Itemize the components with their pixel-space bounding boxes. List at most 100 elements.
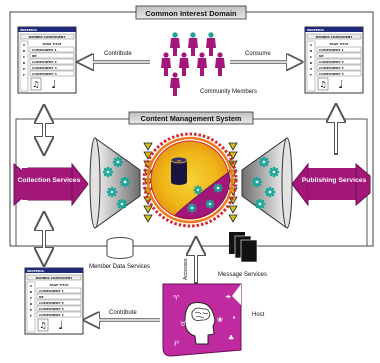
- publishing-services-label: Publishing Services: [302, 177, 367, 184]
- panel-sidebar-letter: D: [23, 61, 26, 65]
- panel-media-icon: [30, 77, 42, 91]
- panel-banner-text: BANNER COMPONENT: [29, 35, 67, 39]
- panel-sidebar: [26, 281, 36, 333]
- panel-sidebar-letter: F: [23, 73, 25, 77]
- panel-note-icon: ♫: [39, 321, 46, 330]
- gear-icon: [193, 185, 203, 195]
- panel-sidebar-letter: C: [23, 55, 26, 59]
- gear-icon: [258, 156, 270, 168]
- triangle-marker: [228, 160, 238, 169]
- collection-services-block: Collection Services: [13, 162, 89, 207]
- panel-sidebar: [19, 40, 29, 92]
- panel-component-box: [29, 52, 75, 59]
- person-icon: [215, 52, 225, 76]
- panel-component-box: [36, 287, 82, 294]
- member-data-services-label: Member Data Services: [89, 264, 150, 270]
- panel-media-icon: [37, 318, 49, 332]
- panel-component-label: NE: [319, 54, 324, 58]
- panel-banner-text: BANNER COMPONENT: [36, 276, 74, 280]
- panel-page-title: PAGE TITLE: [43, 42, 62, 46]
- hub-gear-icons: [187, 183, 223, 213]
- host-symbol-icons: ♈♉☂♣℘•❀: [173, 294, 236, 346]
- panel-titlebar: [25, 268, 83, 273]
- panel-titlebar: [18, 27, 76, 32]
- host-glyph-icon: ♣: [228, 334, 234, 342]
- panel-media-icon: [317, 77, 329, 91]
- gear-icon: [251, 176, 263, 188]
- panel-sidebar-letter: A: [310, 43, 313, 47]
- host-glyph-icon: ☂: [225, 294, 231, 302]
- gear-icon: [112, 156, 124, 168]
- gear-icon: [187, 203, 197, 213]
- gear-icon: [205, 199, 215, 209]
- panel-music-icon: ♩: [51, 78, 56, 91]
- panel-component-box: [36, 293, 82, 300]
- publishing-services-block: Publishing Services: [291, 162, 371, 207]
- panel-component-label: COMPONENT 3: [32, 66, 57, 70]
- community-members-icon: [161, 32, 225, 96]
- panel-component-label: COMPONENT 4: [32, 72, 57, 76]
- contribute-top-label: Contribute: [104, 51, 132, 57]
- person-head-icon: [172, 32, 178, 38]
- panel-component-box: [29, 64, 75, 71]
- triangle-marker: [143, 142, 153, 151]
- panel-component-label: COMPONENT 1: [32, 48, 57, 52]
- consume-label: Consume: [245, 51, 271, 57]
- panel-sidebar-letter: F: [30, 314, 32, 318]
- gear-icon: [106, 186, 118, 198]
- panel-titlebar: [305, 27, 363, 32]
- panel-sidebar-letter: F: [310, 73, 312, 77]
- svg-text:DB: DB: [177, 159, 181, 163]
- panel-title: WIKPEDIA: [307, 28, 325, 32]
- panel-component-box: [316, 58, 362, 65]
- triangle-marker: [228, 214, 238, 223]
- triangle-marker: [143, 214, 153, 223]
- panel-sidebar-letter: C: [30, 296, 33, 300]
- gear-icon: [268, 166, 280, 178]
- database-icon: DB: [170, 156, 188, 185]
- panel-component-box: [36, 305, 82, 312]
- panel-component-box: [36, 311, 82, 318]
- triangle-marker: [228, 205, 238, 214]
- host-brain-icon: ♈♉☂♣℘•❀: [162, 283, 242, 357]
- member-data-cylinder-icon: [106, 237, 134, 259]
- triangle-marker: [228, 142, 238, 151]
- panel-component-box: [29, 46, 75, 53]
- message-services-label: Message Services: [218, 272, 267, 278]
- host-glyph-icon: •: [232, 314, 236, 322]
- panel-component-label: COMPONENT 1: [319, 48, 344, 52]
- message-documents-icon: [229, 232, 258, 263]
- host-glyph-icon: ♉: [180, 320, 186, 328]
- collection-services-label: Collection Services: [18, 177, 81, 184]
- panel-note-icon: ♫: [32, 80, 39, 89]
- panel-page-title: PAGE TITLE: [330, 42, 349, 46]
- panel-component-label: COMPONENT 4: [39, 313, 64, 317]
- left-funnel: [89, 137, 141, 229]
- person-icon: [179, 52, 189, 76]
- panel-sidebar-letter: E: [30, 308, 32, 312]
- common-interest-domain-title: Common Interest Domain: [145, 9, 237, 18]
- panel-component-box: [316, 64, 362, 71]
- panel-sidebar-letter: E: [310, 67, 312, 71]
- gear-icons: [102, 156, 280, 210]
- panel-component-box: [29, 58, 75, 65]
- panel-sidebar-letter: C: [310, 55, 313, 59]
- panel-note-icon: ♫: [319, 80, 326, 89]
- panel-component-label: NE: [32, 54, 37, 58]
- panel-sidebar-letter: B: [310, 49, 313, 53]
- contribute-bottom-label: Contribute: [109, 310, 137, 316]
- triangle-marker: [143, 151, 153, 160]
- panel-component-label: COMPONENT 4: [319, 72, 344, 76]
- panel-component-box: [316, 46, 362, 53]
- panel-music-icon: ♩: [338, 78, 343, 91]
- panel-component-label: COMPONENT 2: [32, 60, 57, 64]
- central-hub: DB: [142, 132, 238, 228]
- accesses-label: Accesses: [183, 258, 189, 280]
- right-funnel: [241, 137, 293, 229]
- gear-icon: [116, 198, 128, 210]
- host-label: Host: [252, 312, 265, 318]
- panel-banner: [19, 33, 75, 40]
